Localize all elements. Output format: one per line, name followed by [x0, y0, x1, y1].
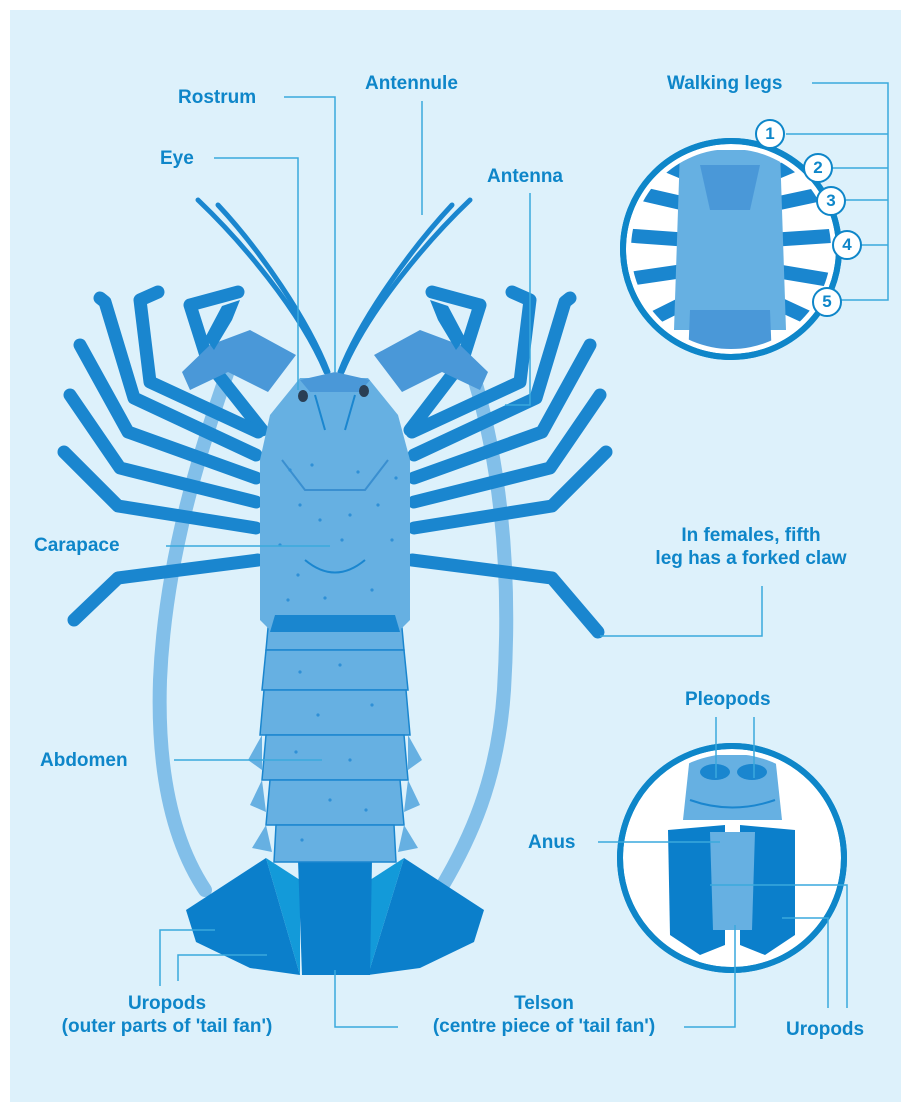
- label-telson: Telson (centre piece of 'tail fan'): [404, 992, 684, 1038]
- label-uropods-inset: Uropods: [786, 1018, 864, 1041]
- label-uropods-outer-line1: Uropods: [22, 992, 312, 1015]
- carapace: [260, 372, 410, 632]
- label-uropods-outer-line2: (outer parts of 'tail fan'): [22, 1015, 312, 1038]
- label-pleopods: Pleopods: [685, 688, 771, 711]
- underside-tail-inset: [620, 746, 844, 970]
- label-antennule: Antennule: [365, 72, 458, 95]
- label-telson-line1: Telson: [404, 992, 684, 1015]
- leg-number-1: 1: [755, 119, 785, 149]
- label-uropods-outer: Uropods (outer parts of 'tail fan'): [22, 992, 312, 1038]
- leg-number-3: 3: [816, 186, 846, 216]
- label-carapace: Carapace: [34, 534, 120, 557]
- tail-fan: [186, 858, 484, 975]
- label-walking-legs: Walking legs: [667, 72, 782, 95]
- label-anus: Anus: [528, 831, 576, 854]
- leg-number-4: 4: [832, 230, 862, 260]
- label-abdomen: Abdomen: [40, 749, 128, 772]
- label-antenna: Antenna: [487, 165, 563, 188]
- label-fifth-leg-note-line1: In females, fifth: [636, 524, 866, 547]
- leg-number-2: 2: [803, 153, 833, 183]
- label-fifth-leg-note: In females, fifth leg has a forked claw: [636, 524, 866, 570]
- label-rostrum: Rostrum: [178, 86, 256, 109]
- leg-number-5: 5: [812, 287, 842, 317]
- label-eye: Eye: [160, 147, 194, 170]
- abdomen-segments: [260, 628, 410, 862]
- label-telson-line2: (centre piece of 'tail fan'): [404, 1015, 684, 1038]
- label-fifth-leg-note-line2: leg has a forked claw: [636, 547, 866, 570]
